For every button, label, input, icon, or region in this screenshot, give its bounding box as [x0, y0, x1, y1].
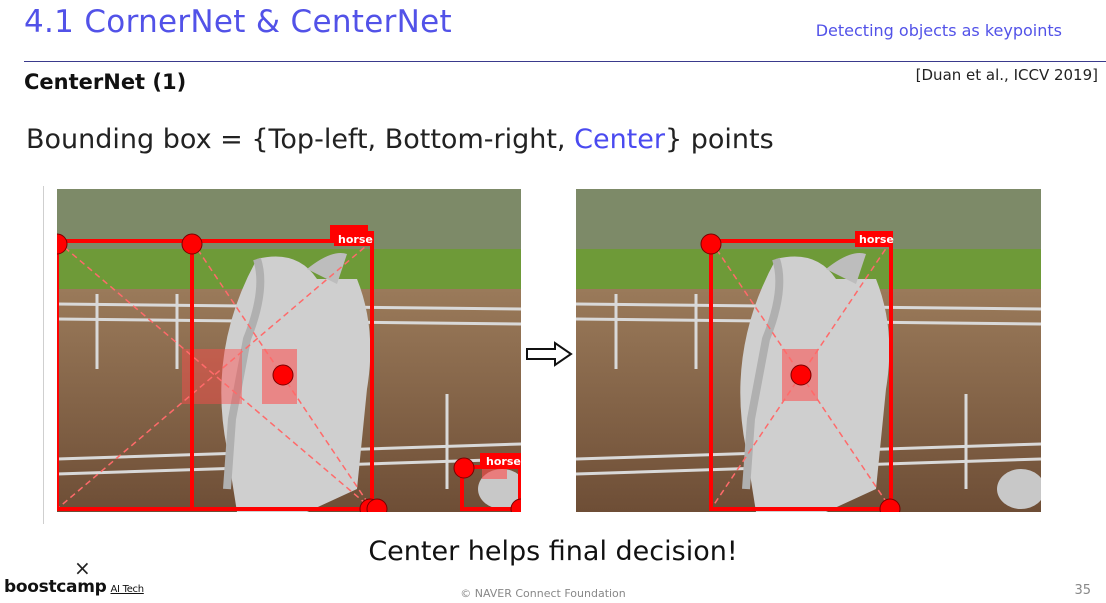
label-horse-3: horse — [480, 453, 521, 469]
slide-subtitle: Detecting objects as keypoints — [815, 21, 1062, 40]
keypoints — [700, 233, 901, 512]
section-heading: CenterNet (1) — [24, 70, 187, 94]
headline-suffix: } points — [664, 124, 774, 155]
keypoint-bottom-right-3 — [510, 498, 521, 512]
logo-subtext: AI Tech — [110, 584, 145, 595]
right-arrow-icon — [526, 341, 573, 367]
bbox-horse-2 — [190, 239, 374, 511]
keypoint-top-left-2 — [181, 233, 203, 255]
citation: [Duan et al., ICCV 2019] — [915, 66, 1098, 84]
keypoint-top-left-3 — [453, 457, 475, 479]
svg-text:horse: horse — [338, 233, 373, 246]
conclusion-text: Center helps final decision! — [368, 536, 738, 567]
detection-image-after: horse — [576, 189, 1041, 512]
label-horse-2: horse — [855, 231, 894, 247]
keypoint-bottom-right — [879, 498, 901, 512]
headline-prefix: Bounding box = {Top-left, Bottom-right, — [26, 124, 575, 155]
logo-text: boostcamp — [4, 577, 107, 597]
footer-copyright: © NAVER Connect Foundation — [460, 587, 626, 600]
left-border-line — [43, 186, 44, 524]
keypoint-top-left-1 — [57, 233, 68, 255]
headline-accent: Center — [574, 124, 665, 155]
svg-text:horse: horse — [859, 233, 894, 246]
slide-title: 4.1 CornerNet & CenterNet — [24, 4, 452, 40]
close-icon: × — [74, 556, 91, 580]
bounding-boxes — [709, 239, 893, 511]
keypoints — [57, 233, 521, 512]
keypoint-center-1 — [272, 364, 294, 386]
svg-text:horse: horse — [486, 455, 521, 468]
page-number: 35 — [1074, 583, 1091, 598]
headline: Bounding box = {Top-left, Bottom-right, … — [26, 124, 774, 155]
bbox-horse-final — [709, 239, 893, 511]
keypoint-center — [790, 364, 812, 386]
title-divider — [24, 61, 1106, 62]
keypoint-bottom-right-2 — [366, 498, 388, 512]
keypoint-top-left — [700, 233, 722, 255]
label-horse-1: horse — [330, 225, 374, 246]
detection-image-before: horse horse — [57, 189, 521, 512]
